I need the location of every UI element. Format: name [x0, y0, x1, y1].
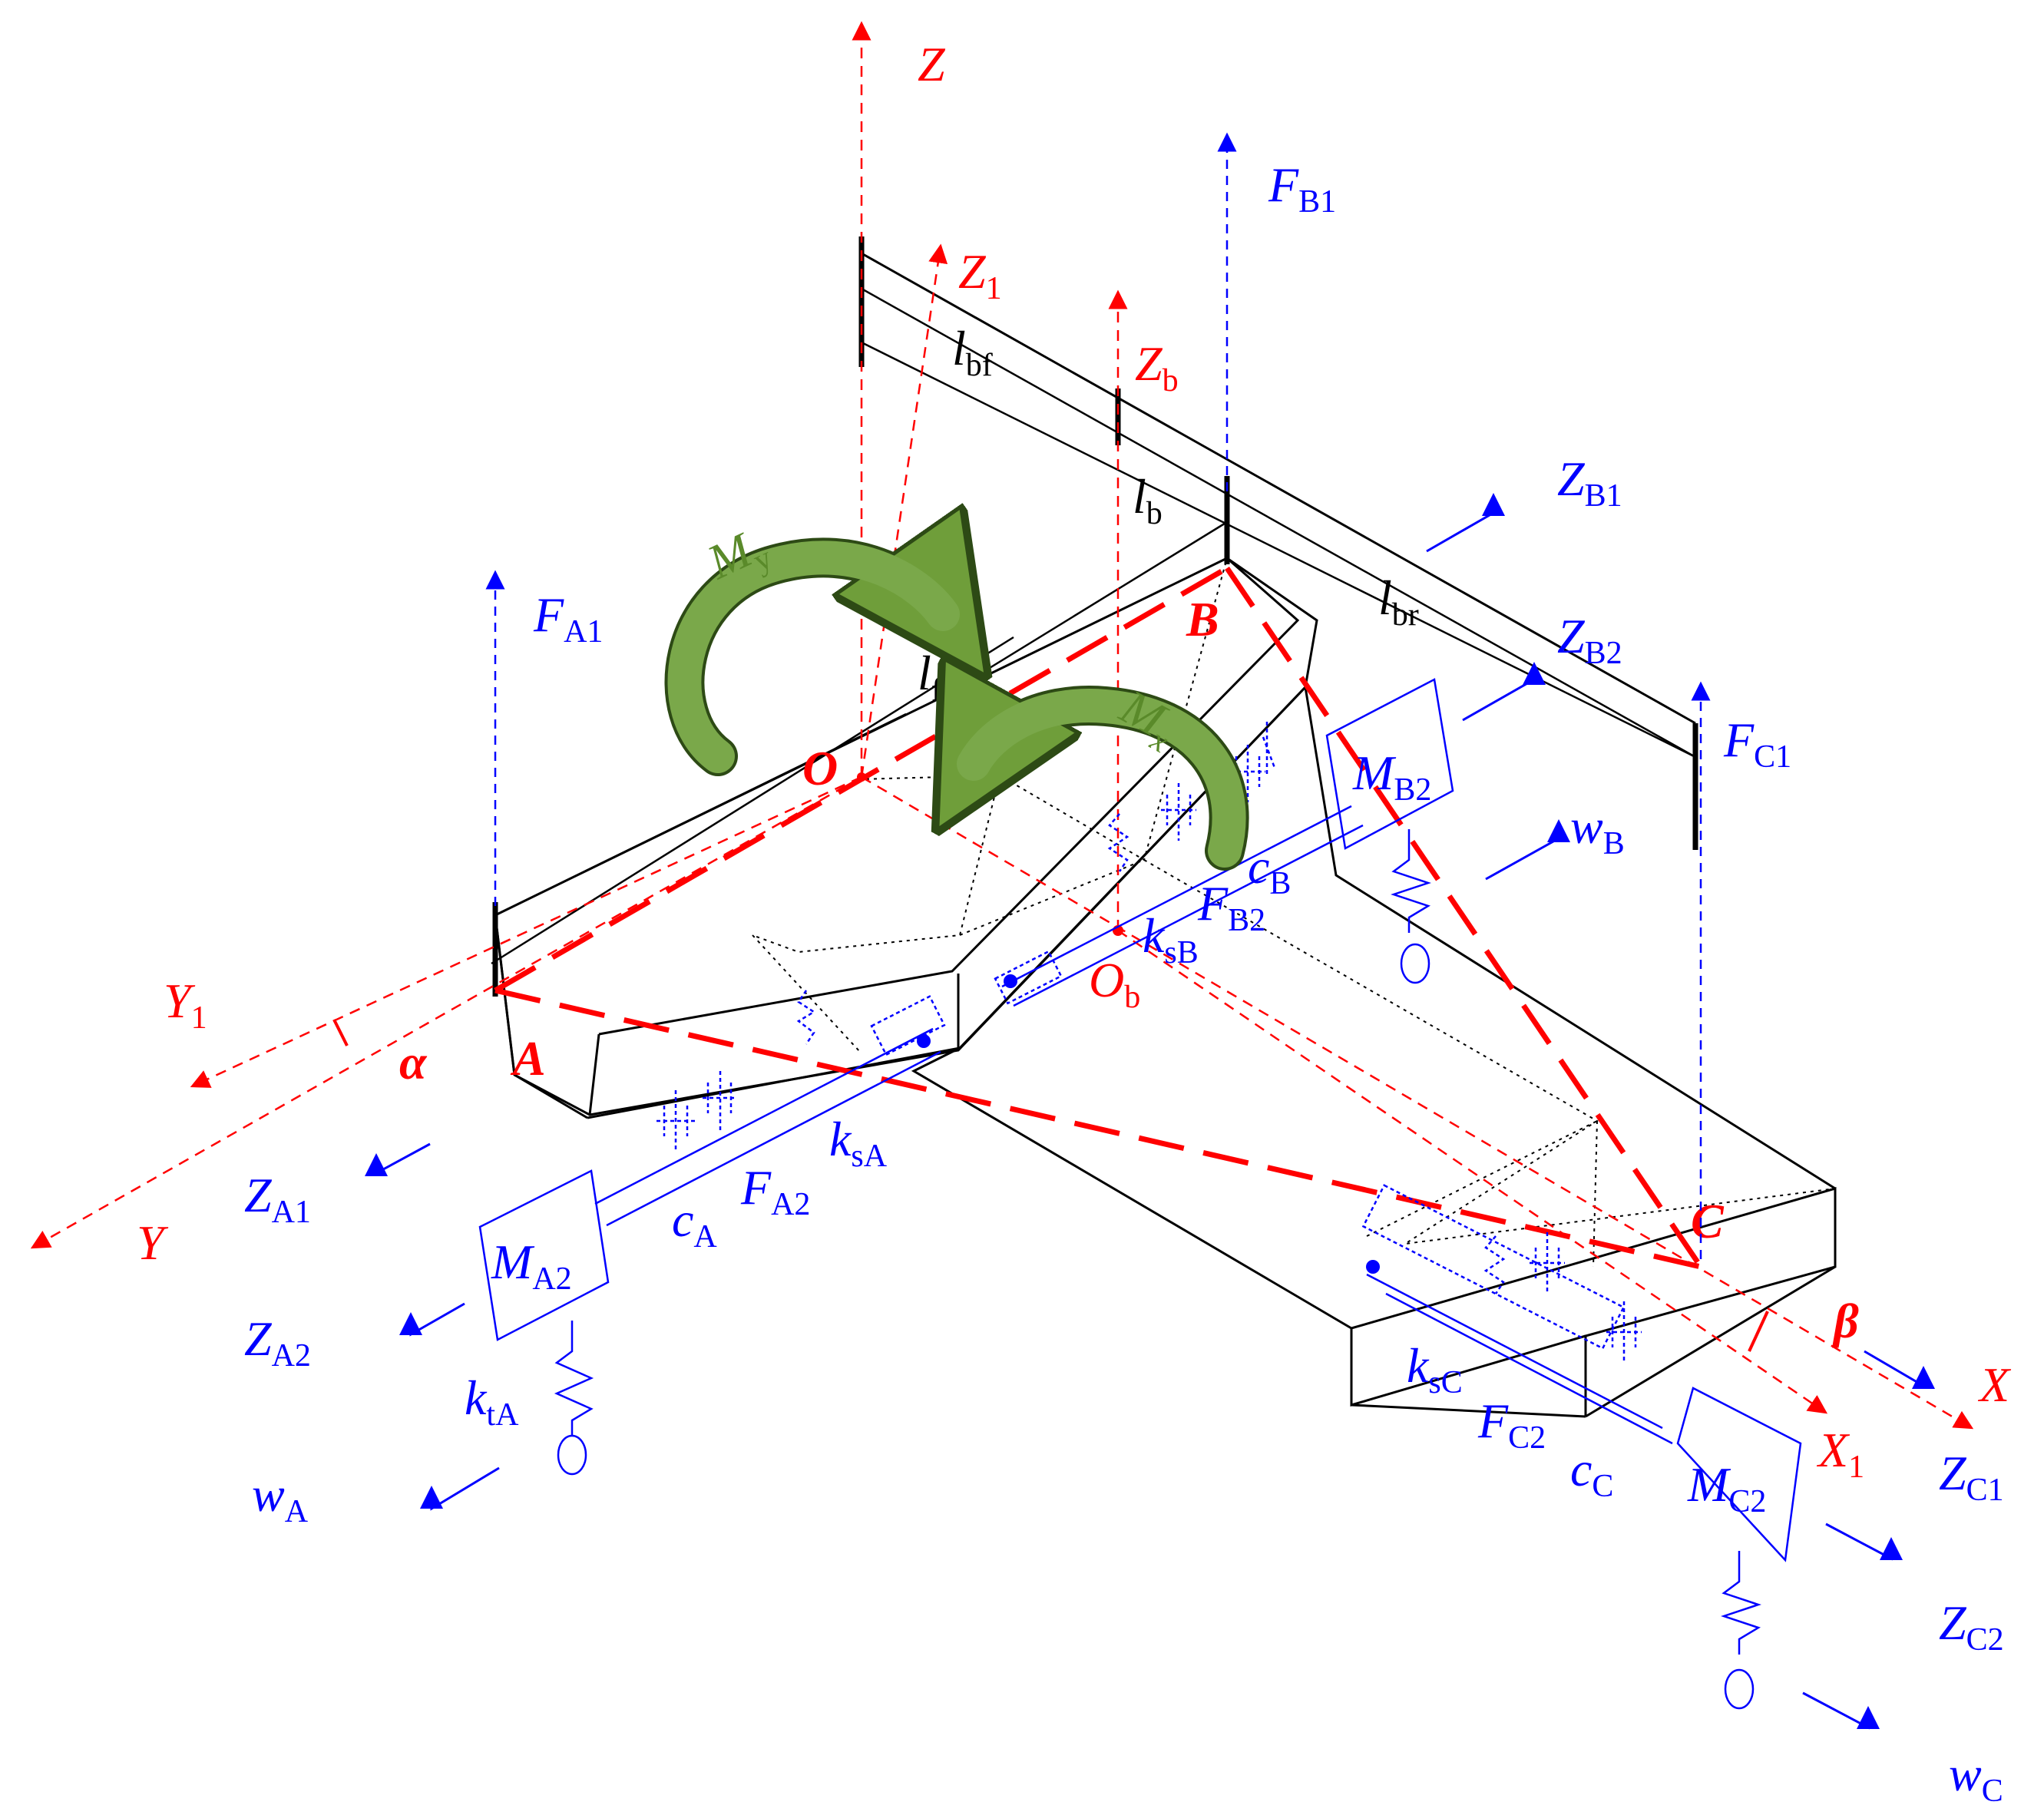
mass-a2 [478, 1169, 610, 1341]
suspension-c [1361, 1184, 1802, 1710]
label-z1: Z1 [958, 244, 1002, 306]
zb1-arrow [1426, 493, 1505, 553]
label-x: X [1977, 1357, 2012, 1412]
label-lf: lf [918, 646, 942, 708]
label-ksb: ksB [1143, 908, 1199, 970]
suspension-b [994, 678, 1454, 1007]
label-fa2: FA2 [740, 1160, 810, 1222]
wheel-c [1724, 1668, 1755, 1710]
za1-arrow [365, 1142, 431, 1176]
label-ksc: ksC [1407, 1338, 1463, 1400]
body-hidden-lines [752, 557, 1836, 1268]
blue-labels: FA1 FB1 FC1 FA2 FB2 FC2 ZA1 ZA2 wA ZB1 Z… [244, 157, 2004, 1809]
label-c: C [1691, 1194, 1725, 1248]
label-alpha: α [399, 1035, 428, 1089]
label-a: A [510, 1031, 546, 1086]
label-wa: wA [252, 1467, 309, 1529]
label-wc: wC [1949, 1747, 2003, 1809]
label-y: Y [137, 1215, 169, 1270]
moments [664, 557, 1249, 871]
vehicle-body [494, 252, 1837, 1418]
motion-arrows [365, 493, 1935, 1730]
label-cc: cC [1570, 1442, 1613, 1504]
label-ob: Ob [1089, 953, 1140, 1015]
label-cb: cB [1248, 839, 1291, 901]
label-fc1: FC1 [1723, 712, 1791, 775]
label-zc2: ZC2 [1939, 1595, 2004, 1658]
label-beta: β [1832, 1294, 1859, 1348]
zc1-arrow [1864, 1350, 1935, 1389]
force-lines [485, 132, 1711, 1259]
y1-axis [190, 775, 862, 1088]
y-axis [30, 775, 862, 1249]
label-fc2: FC2 [1477, 1393, 1546, 1456]
label-zb2: ZB2 [1557, 609, 1622, 671]
label-mb2: MB2 [1352, 746, 1431, 808]
label-za1: ZA1 [244, 1168, 311, 1230]
label-lbr: lbr [1378, 570, 1419, 633]
label-fa1: FA1 [533, 587, 603, 650]
axes [30, 21, 1974, 1430]
label-y1: Y1 [164, 974, 207, 1036]
axis-labels: Z Z1 Zb Y Y1 X X1 O Ob A B C α β [137, 37, 2012, 1485]
label-ksa: ksA [829, 1112, 888, 1174]
wc-arrow [1802, 1691, 1880, 1730]
label-lbf: lbf [952, 321, 993, 383]
x-axis [861, 775, 1974, 1430]
dimension-ticks [492, 236, 1698, 997]
label-wb: wB [1570, 799, 1625, 861]
zb2-arrow [1462, 662, 1546, 722]
mass-b2 [1325, 678, 1454, 850]
wa-arrow [420, 1466, 500, 1511]
spring-kb [1391, 829, 1431, 933]
x1-axis [1117, 929, 1828, 1414]
suspension-a [478, 990, 946, 1476]
mass-c2 [1676, 1387, 1802, 1562]
za2-arrow [399, 1302, 465, 1337]
wheel-b [1400, 943, 1430, 984]
angle-marks [332, 1019, 1769, 1352]
spring-kc [1721, 1551, 1761, 1655]
label-zb1: ZB1 [1557, 451, 1622, 514]
label-zc1: ZC1 [1939, 1446, 2004, 1508]
spring-kta [554, 1321, 594, 1436]
label-fb2: FB2 [1197, 876, 1265, 938]
label-lb: lb [1133, 469, 1163, 531]
label-fb1: FB1 [1268, 157, 1336, 220]
label-mc2: MC2 [1687, 1457, 1766, 1519]
wb-arrow [1485, 819, 1570, 881]
label-ca: cA [672, 1192, 717, 1255]
label-ma2: MA2 [491, 1235, 572, 1297]
zc2-arrow [1825, 1522, 1903, 1561]
label-kta: ktA [465, 1370, 519, 1433]
label-x1: X1 [1816, 1423, 1864, 1485]
label-z: Z [918, 37, 946, 91]
wheel-a [557, 1434, 587, 1476]
point-o [857, 772, 866, 782]
label-za2: ZA2 [244, 1311, 311, 1374]
label-b: B [1186, 592, 1219, 646]
label-zb: Zb [1135, 336, 1179, 398]
label-o: O [802, 741, 838, 795]
